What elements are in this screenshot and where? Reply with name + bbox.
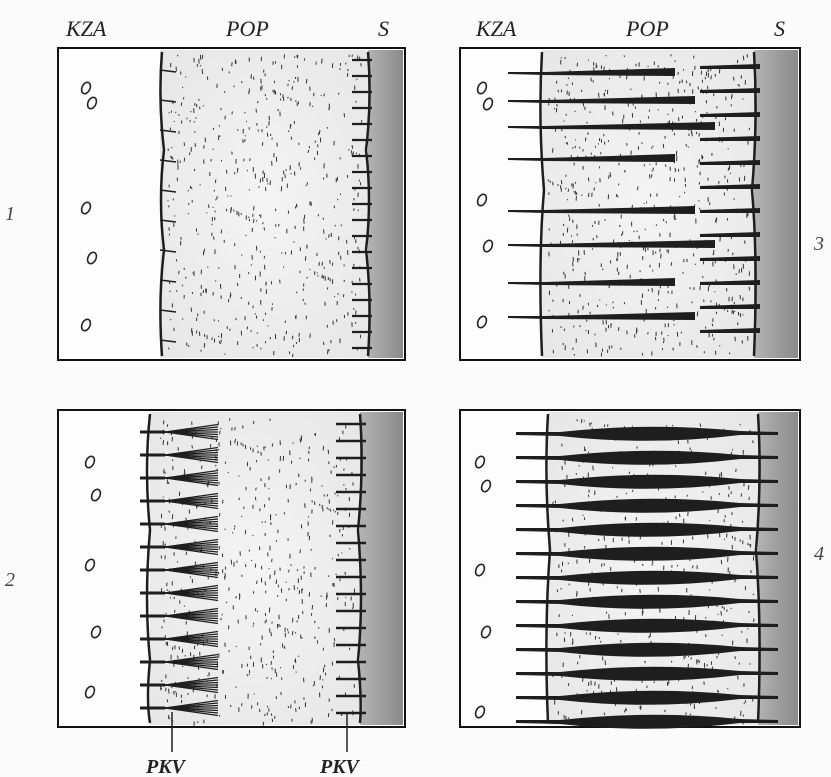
header-kza-right: KZA [475,16,517,41]
panel-1-s-layer [368,50,403,358]
panel-2-s-layer [360,412,403,725]
panel-3 [460,48,800,360]
panel-number-4: 4 [814,543,824,565]
panel-number-2: 2 [5,569,15,591]
header-pop-right: POP [625,16,669,41]
panel-2 [58,410,405,727]
header-s-left: S [378,16,389,41]
panel-4 [460,410,800,729]
header-s-right: S [774,16,785,41]
panel-number-3: 3 [813,233,824,255]
panel-1-pop-zone [160,50,370,358]
panel-3-pop-zone [542,50,754,358]
header-kza-left: KZA [65,16,107,41]
header-pop-left: POP [225,16,269,41]
panel-1 [58,48,405,360]
label-pkv-right: PKV [319,756,361,777]
label-pkv-left: PKV [145,756,187,777]
panel-3-s-layer [754,50,798,358]
panel-number-1: 1 [5,203,15,225]
